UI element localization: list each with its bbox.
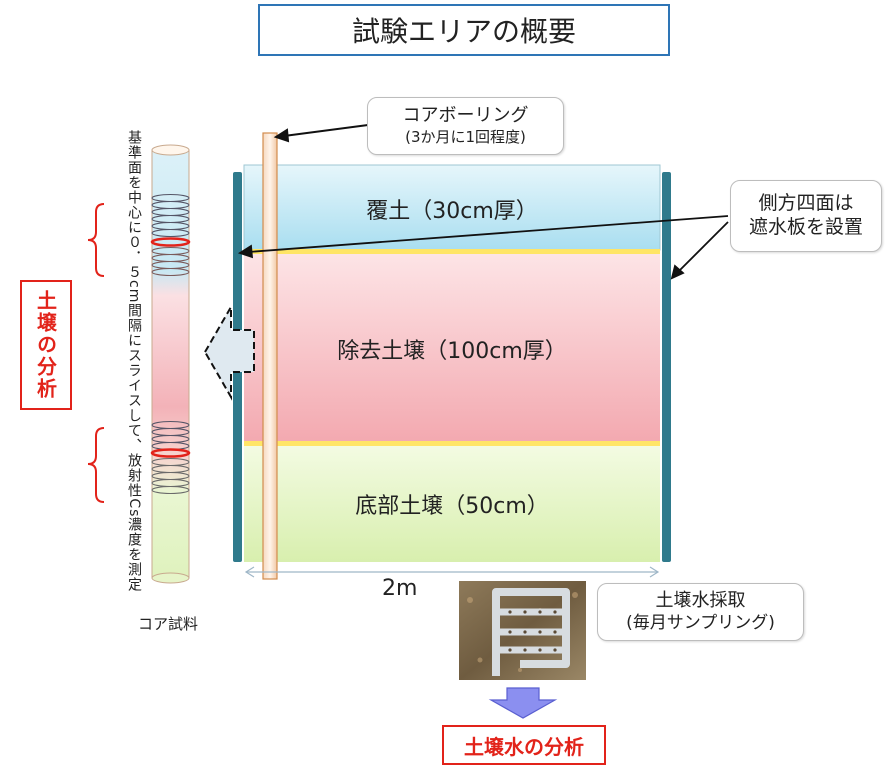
core-extraction-arrow (203, 303, 255, 401)
soil-water-label: 土壌水採取 (655, 590, 746, 612)
core-sample-description: 基準面を中心に０．５cm間隔にスライスして、放射性Cs濃度を測定 (126, 130, 142, 593)
side-panel-label-2: 遮水板を設置 (748, 216, 863, 238)
width-label: 2m (382, 576, 418, 601)
removed-soil-layer (244, 254, 660, 442)
yellow-boundary-bottom (244, 441, 660, 446)
core-boring-arrow (273, 124, 369, 143)
soil-water-analysis-box: 土壌水の分析 (442, 725, 606, 765)
core-boring-frequency: (3か月に1回程度) (405, 127, 526, 146)
core-boring-callout: コアボーリング (3か月に1回程度) (367, 97, 564, 155)
side-panel-arrows (237, 215, 729, 280)
cover-soil-label: 覆土（30cm厚） (366, 199, 538, 224)
soil-water-callout: 土壌水採取 (毎月サンプリング) (597, 583, 804, 641)
core-boring-label: コアボーリング (402, 105, 529, 127)
down-arrow-icon (488, 687, 558, 719)
side-panel-callout: 側方四面は 遮水板を設置 (730, 180, 882, 252)
core-boring-pipe (262, 132, 278, 580)
soil-water-frequency: (毎月サンプリング) (626, 612, 775, 633)
page-title: 試験エリアの概要 (258, 4, 670, 56)
bottom-soil-layer (244, 446, 660, 562)
right-waterproof-panel (662, 172, 671, 562)
lower-slice-rings (150, 420, 191, 495)
removed-soil-label: 除去土壌（100cm厚） (337, 339, 567, 364)
soil-water-sampler-photo (459, 581, 586, 680)
upper-slice-rings (150, 193, 191, 277)
core-sample-cylinder (151, 144, 190, 584)
width-dimension-arrow (244, 566, 660, 578)
soil-analysis-box: 土壌の分析 (20, 280, 72, 410)
core-sample-caption: コア試料 (138, 615, 199, 633)
bottom-soil-label: 底部土壌（50cm） (355, 494, 549, 519)
side-panel-label-1: 側方四面は (758, 192, 854, 215)
upper-red-brace (87, 203, 105, 277)
lower-red-brace (87, 427, 105, 503)
yellow-boundary-top (244, 249, 660, 254)
